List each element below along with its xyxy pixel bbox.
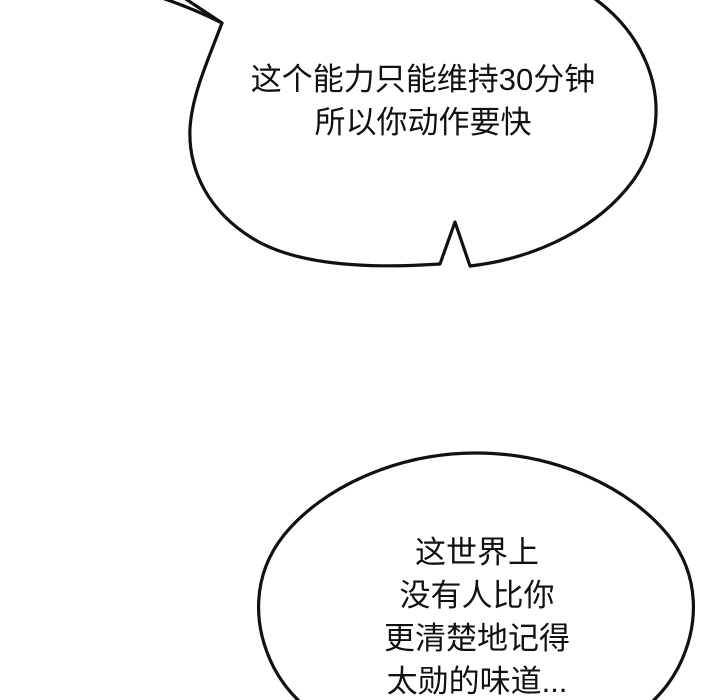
bubble-bottom-line-2: 没有人比你 [399,578,555,613]
bubble-top-text: 这个能力只能维持30分钟 所以你动作要快 [190,58,656,144]
bubble-bottom-text: 这世界上 没有人比你 更清楚地记得 太勋的味道... [262,531,692,700]
bubble-top-outline [184,0,658,268]
bubble-bottom-line-1: 这世界上 [415,535,539,570]
bubble-top-tail [162,0,224,25]
bubble-bottom-outline [256,451,696,700]
bubble-bottom-line-4: 太勋的味道... [386,664,568,699]
bubble-top-line-2: 所以你动作要快 [314,105,532,140]
bubble-bottom-line-3: 更清楚地记得 [384,621,570,656]
bubble-top-line-1: 这个能力只能维持30分钟 [250,62,596,97]
